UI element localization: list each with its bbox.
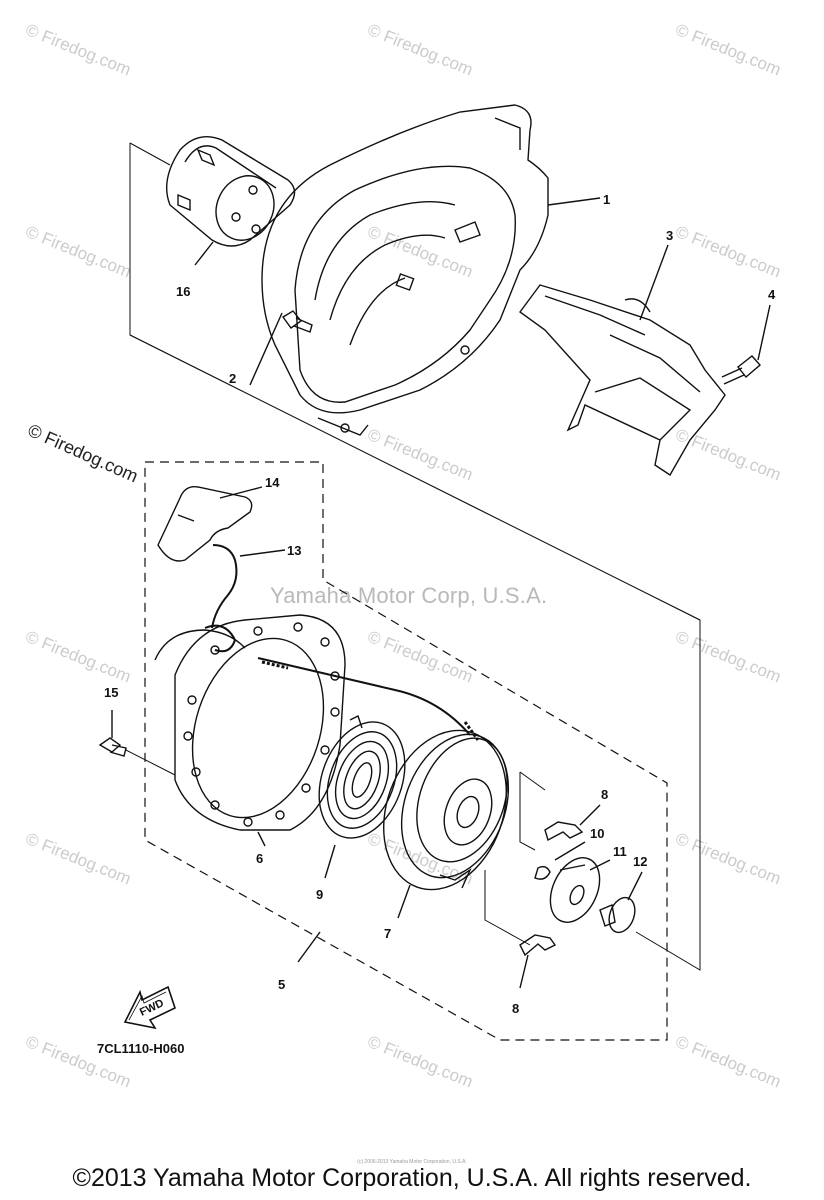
part-7-pulley: [383, 729, 510, 891]
callout-4: 4: [768, 287, 776, 302]
leader-14: [219, 486, 263, 499]
part-16-canister: [166, 136, 296, 247]
leader-10: [554, 841, 586, 861]
callout-14: 14: [265, 475, 280, 490]
part-11-plate: [549, 857, 601, 923]
leader-13: [239, 549, 286, 557]
part-3-bracket: [519, 284, 726, 476]
part-4-bolt: [721, 355, 761, 385]
leader-11: [589, 859, 611, 871]
part-14-handle: [157, 486, 253, 562]
leader-2: [249, 312, 283, 386]
tiny-print: (c) 2006-2013 Yamaha Motor Corporation, …: [357, 1159, 467, 1165]
leader-9: [324, 844, 336, 879]
assembly-dashed-outline: [144, 461, 668, 1041]
callout-3: 3: [666, 228, 673, 243]
callout-12: 12: [633, 854, 647, 869]
callout-13: 13: [287, 543, 301, 558]
part-1-cover: [261, 104, 549, 436]
diagram-code: 7CL1110-H060: [97, 1041, 185, 1056]
leader-8-lower: [519, 954, 529, 989]
callout-8-upper: 8: [601, 787, 608, 802]
callout-16: 16: [176, 284, 190, 299]
part-10-clip: [534, 865, 551, 880]
callout-1: 1: [603, 192, 610, 207]
leader-6: [257, 831, 266, 847]
part-2-bolt: [281, 310, 313, 333]
callout-7: 7: [384, 926, 391, 941]
leader-16: [194, 241, 214, 266]
callout-11: 11: [613, 844, 627, 859]
callout-10: 10: [590, 826, 604, 841]
leader-3: [639, 244, 669, 321]
center-watermark: Yamaha Motor Corp, U.S.A.: [270, 583, 548, 608]
leader-12: [627, 871, 643, 901]
part-15-bolt: [98, 737, 127, 757]
leader-8-upper: [579, 804, 601, 826]
leader-1: [547, 197, 601, 206]
part-9-spring: [318, 715, 406, 839]
copyright-notice: ©2013 Yamaha Motor Corporation, U.S.A. A…: [72, 1164, 752, 1192]
callout-15: 15: [104, 685, 118, 700]
part-8-pawl-lower: [519, 934, 557, 957]
callout-labels: 1 2 3 4 5 6 7 8 8 9 10 11 12 13 14 15 16: [104, 192, 776, 1016]
callout-8-lower: 8: [512, 1001, 519, 1016]
leader-7: [397, 884, 411, 919]
callout-9: 9: [316, 887, 323, 902]
part-8-pawl-upper: [544, 821, 584, 842]
callout-5: 5: [278, 977, 285, 992]
leader-4: [757, 304, 771, 361]
leader-5: [297, 931, 321, 963]
fwd-arrow-icon: [123, 985, 176, 1030]
callout-2: 2: [229, 371, 236, 386]
part-12-screw: [599, 896, 636, 934]
callout-6: 6: [256, 851, 263, 866]
